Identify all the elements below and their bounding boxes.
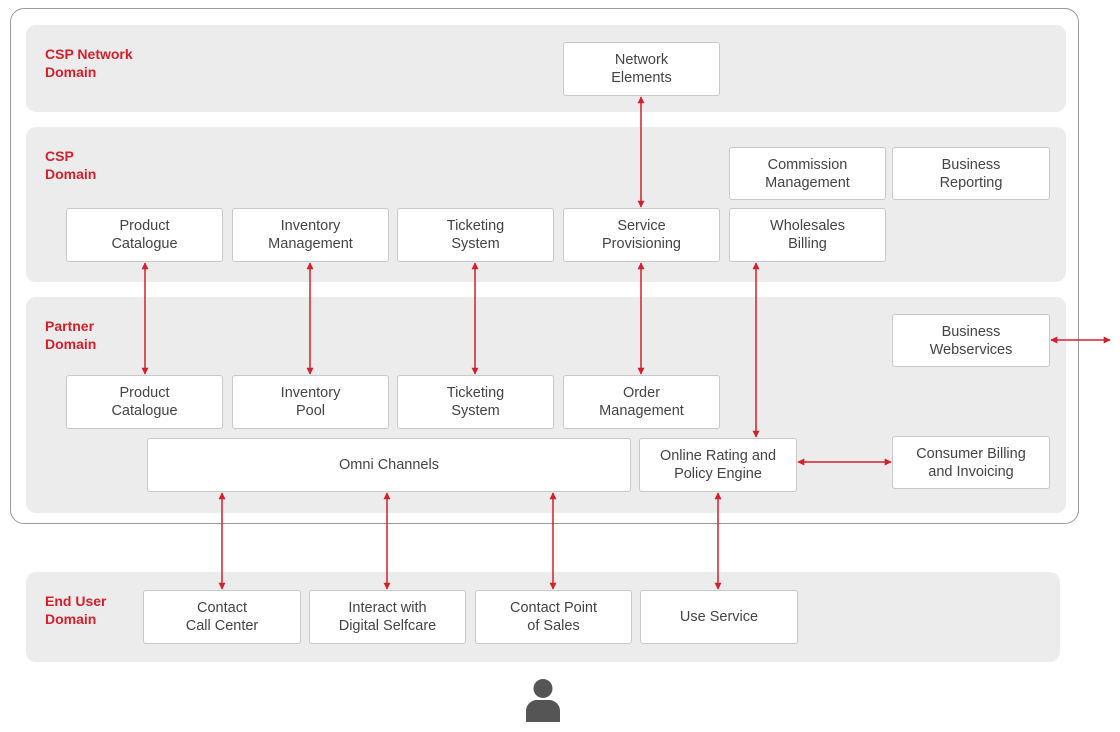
partner-domain-label: Partner Domain xyxy=(45,318,97,352)
csp-network-domain-label: CSP Network Domain xyxy=(45,46,133,80)
digital-selfcare-box: Interact with Digital Selfcare xyxy=(309,590,466,644)
contact-call-center-box: Contact Call Center xyxy=(143,590,301,644)
system-boundary xyxy=(10,8,1079,524)
use-service-box: Use Service xyxy=(640,590,798,644)
csp-ticketing-system-box: Ticketing System xyxy=(397,208,554,262)
wholesales-billing-box: Wholesales Billing xyxy=(729,208,886,262)
person-icon xyxy=(526,679,560,722)
consumer-billing-invoicing-box: Consumer Billing and Invoicing xyxy=(892,436,1050,489)
service-provisioning-box: Service Provisioning xyxy=(563,208,720,262)
partner-ticketing-system-box: Ticketing System xyxy=(397,375,554,429)
business-webservices-box: Business Webservices xyxy=(892,314,1050,367)
business-reporting-box: Business Reporting xyxy=(892,147,1050,200)
network-elements-box: Network Elements xyxy=(563,42,720,96)
csp-network-domain-band xyxy=(26,25,1066,112)
online-rating-policy-engine-box: Online Rating and Policy Engine xyxy=(639,438,797,492)
commission-management-box: Commission Management xyxy=(729,147,886,200)
partner-product-catalogue-box: Product Catalogue xyxy=(66,375,223,429)
inventory-pool-box: Inventory Pool xyxy=(232,375,389,429)
omni-channels-box: Omni Channels xyxy=(147,438,631,492)
csp-inventory-management-box: Inventory Management xyxy=(232,208,389,262)
csp-product-catalogue-box: Product Catalogue xyxy=(66,208,223,262)
point-of-sales-box: Contact Point of Sales xyxy=(475,590,632,644)
end-user-domain-label: End User Domain xyxy=(45,593,107,627)
csp-domain-label: CSP Domain xyxy=(45,148,97,182)
order-management-box: Order Management xyxy=(563,375,720,429)
